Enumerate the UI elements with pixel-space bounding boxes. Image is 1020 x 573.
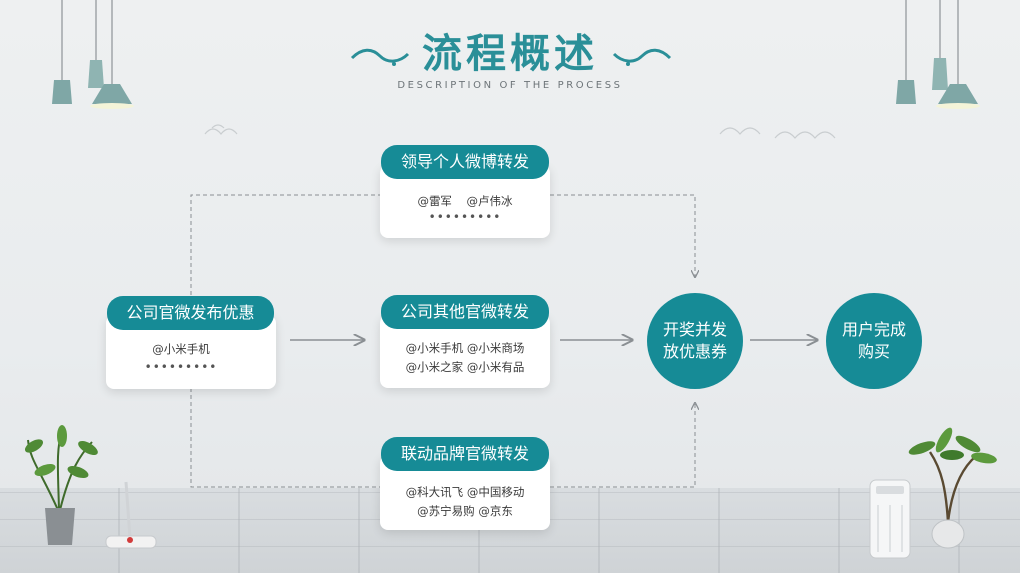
header: 流程概述 DESCRIPTION OF THE PROCESS [0, 30, 1020, 91]
cloud-ornament-icon [204, 124, 836, 139]
potted-plant-icon [24, 425, 98, 545]
lottery-line1: 开奖并发 [662, 320, 727, 339]
connector-bottom-to-lottery [550, 403, 695, 488]
source-more-dots: ••••••••• [144, 360, 218, 374]
top-accounts: @雷军 @卢伟冰 [417, 194, 513, 208]
swirl-ornament-icon [350, 48, 410, 66]
connector-source-to-bottom [190, 388, 380, 488]
lottery-circle: 开奖并发 放优惠券 [647, 293, 743, 389]
bottom-accounts-line1: @科大讯飞 @中国移动 [405, 485, 525, 499]
connector-top-to-lottery [550, 194, 695, 277]
source-label: 公司官微发布优惠 [107, 296, 274, 330]
air-purifier-icon [869, 479, 911, 559]
connector-source-to-top [190, 194, 380, 295]
swirl-ornament-icon [612, 48, 672, 66]
lottery-line2: 放优惠券 [662, 342, 727, 361]
middle-accounts-line1: @小米手机 @小米商场 [405, 341, 525, 355]
pendant-lamp-icon [52, 0, 134, 109]
pendant-lamp-icon [896, 0, 980, 109]
middle-accounts-line2: @小米之家 @小米有品 [405, 360, 525, 374]
floor-mop-icon [105, 481, 157, 549]
page-title: 流程概述 [422, 31, 598, 77]
top-label: 领导个人微博转发 [381, 145, 549, 179]
bottom-label: 联动品牌官微转发 [381, 437, 549, 471]
source-accounts: @小米手机 [152, 342, 210, 356]
purchase-line2: 购买 [857, 342, 890, 361]
top-more-dots: ••••••••• [428, 210, 502, 224]
purchase-circle: 用户完成 购买 [826, 293, 922, 389]
purchase-line1: 用户完成 [841, 320, 906, 339]
middle-label: 公司其他官微转发 [381, 295, 549, 329]
bottom-accounts-line2: @苏宁易购 @京东 [417, 504, 513, 518]
page-subtitle: DESCRIPTION OF THE PROCESS [397, 80, 623, 91]
potted-plant-icon [908, 427, 997, 549]
